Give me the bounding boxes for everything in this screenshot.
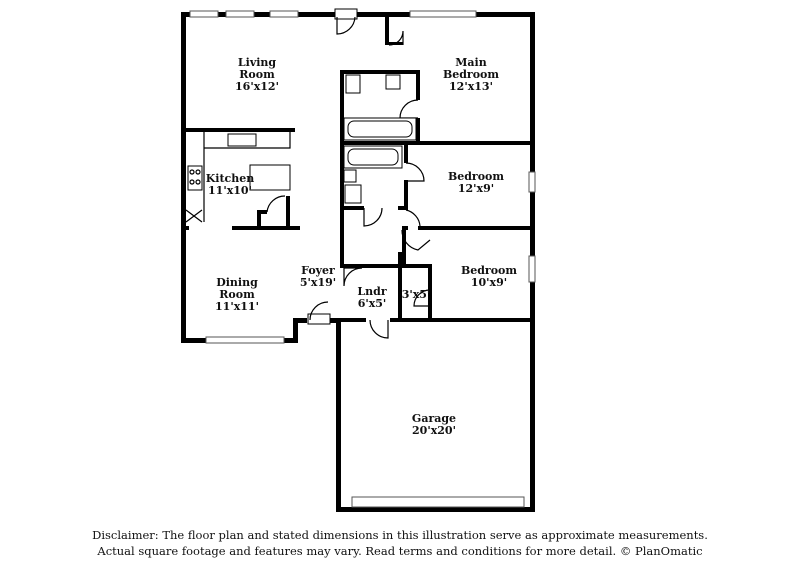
room-dims-foyer: 5'x19' bbox=[300, 276, 336, 289]
room-name-kitchen: Kitchen bbox=[206, 172, 255, 185]
room-dims-living: 16'x12' bbox=[235, 80, 279, 93]
room-name-main-bedroom-2: Bedroom bbox=[443, 68, 499, 81]
doors bbox=[266, 8, 431, 339]
room-name-main-bedroom-1: Main bbox=[455, 56, 486, 69]
interior-walls bbox=[181, 17, 535, 322]
room-dims-main-bedroom: 12'x13' bbox=[449, 80, 493, 93]
room-dims-kitchen: 11'x10' bbox=[208, 184, 252, 197]
room-name-living-2: Room bbox=[239, 68, 275, 81]
room-name-bedroom-3: Bedroom bbox=[461, 264, 517, 277]
floor-plan: Living Room 16'x12' Main Bedroom 12'x13'… bbox=[181, 8, 536, 512]
room-name-laundry: Lndr bbox=[357, 285, 386, 298]
fixtures bbox=[185, 74, 417, 223]
room-dims-laundry: 6'x5' bbox=[358, 297, 387, 310]
room-name-dining-2: Room bbox=[219, 288, 255, 301]
room-dims-garage: 20'x20' bbox=[412, 424, 456, 437]
room-name-bedroom-2: Bedroom bbox=[448, 170, 504, 183]
room-labels: Living Room 16'x12' Main Bedroom 12'x13'… bbox=[206, 56, 518, 437]
room-name-garage: Garage bbox=[412, 412, 456, 425]
room-name-dining-1: Dining bbox=[216, 276, 258, 289]
room-dims-bedroom-2: 12'x9' bbox=[458, 182, 494, 195]
room-dims-dining: 11'x11' bbox=[215, 300, 259, 313]
room-dims-bedroom-3: 10'x9' bbox=[471, 276, 507, 289]
room-dims-closet: 3'x5' bbox=[402, 288, 431, 301]
disclaimer-line-2: Actual square footage and features may v… bbox=[97, 544, 703, 558]
room-name-living-1: Living bbox=[238, 56, 276, 69]
disclaimer-line-1: Disclaimer: The floor plan and stated di… bbox=[92, 528, 708, 542]
windows bbox=[189, 10, 536, 508]
room-name-foyer: Foyer bbox=[301, 264, 335, 277]
